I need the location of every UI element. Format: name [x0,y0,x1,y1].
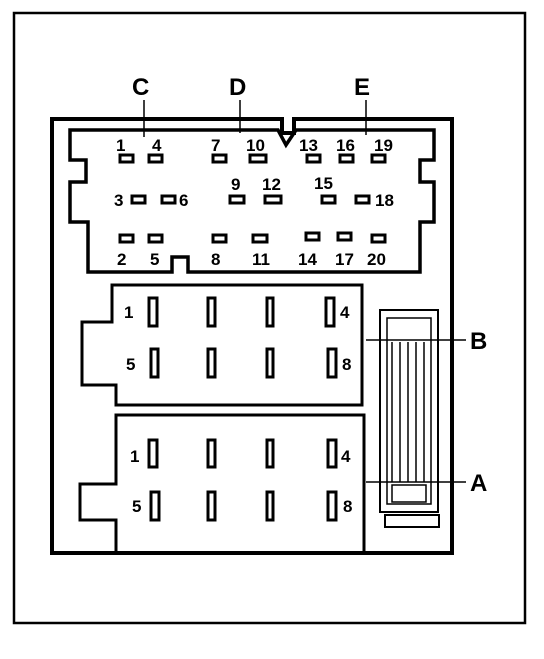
pin-number-12: 12 [262,175,281,194]
pin-number-13: 13 [299,136,318,155]
pin-slot-5 [147,233,164,244]
pin-slot-13 [305,153,322,164]
b-pin-number-4: 4 [340,303,350,322]
pin-slot-8 [211,233,228,244]
a-pin-5 [149,490,161,522]
pin-slot-6 [160,194,177,205]
latch-inner [386,317,432,505]
pin-number-20: 20 [367,250,386,269]
latch-tab [384,514,440,528]
a-pin-7 [265,490,275,522]
pin-slot-17 [336,231,353,242]
b-pin-6 [206,347,217,379]
b-pin-number-8: 8 [342,355,351,374]
pin-slot-3 [130,194,147,205]
connector-b-body [80,283,364,407]
connector-a-label: A [470,470,487,497]
pin-number-14: 14 [298,250,317,269]
connector-a-pins [147,438,338,522]
pin-number-16: 16 [336,136,355,155]
pin-number-19: 19 [374,136,393,155]
connector-c-label: C [132,74,149,101]
pin-slot-4 [147,153,164,164]
a-pin-4 [326,438,338,469]
a-pin-6 [206,490,217,522]
a-pin-number-8: 8 [343,497,352,516]
locking-latch [379,309,440,528]
pin-slot-16 [338,153,355,164]
pin-slot-1 [118,153,135,164]
a-pin-2 [206,438,217,469]
pin-slot-18 [354,194,371,205]
pin-number-11: 11 [252,250,270,269]
top-connector-pins [118,153,387,244]
b-pin-2 [206,296,217,328]
pin-slot-20 [370,233,387,244]
b-pin-1 [147,296,159,328]
pin-slot-14 [304,231,321,242]
a-pin-number-1: 1 [130,447,139,466]
pin-slot-12 [263,194,283,205]
pin-number-3: 3 [114,191,123,210]
outer-frame [12,11,527,625]
pin-number-7: 7 [211,136,220,155]
a-pin-number-5: 5 [132,497,141,516]
pin-number-1: 1 [116,136,125,155]
latch-window [391,484,427,503]
pin-number-17: 17 [335,250,354,269]
a-pin-number-4: 4 [341,447,351,466]
pin-slot-15 [320,194,337,205]
pin-slot-7 [211,153,228,164]
pin-number-5: 5 [150,250,159,269]
connector-b-label: B [470,328,487,355]
b-pin-3 [265,296,275,328]
pin-number-10: 10 [246,136,265,155]
pin-number-4: 4 [152,136,162,155]
b-pin-4 [324,296,336,328]
a-pin-8 [326,490,338,522]
b-pin-7 [265,347,275,379]
pin-number-8: 8 [211,250,220,269]
pin-slot-2 [118,233,135,244]
pin-number-6: 6 [179,191,188,210]
b-pin-8 [326,347,338,379]
a-pin-1 [147,438,159,469]
connector-a-body [78,413,366,555]
b-pin-number-5: 5 [126,355,135,374]
connector-e-label: E [354,74,370,101]
latch-outer [379,309,439,513]
pin-slot-9 [228,194,246,205]
b-pin-5 [149,347,160,379]
top-connector-body [68,128,436,274]
connector-d-label: D [229,74,246,101]
pin-number-15: 15 [314,174,333,193]
pin-number-2: 2 [117,250,126,269]
pin-slot-10 [248,153,268,164]
b-pin-number-1: 1 [124,303,133,322]
pin-slot-11 [251,233,269,244]
connector-b-pins [147,296,338,379]
pin-slot-19 [370,153,387,164]
pin-number-9: 9 [231,175,240,194]
a-pin-3 [265,438,275,469]
pin-number-18: 18 [375,191,394,210]
